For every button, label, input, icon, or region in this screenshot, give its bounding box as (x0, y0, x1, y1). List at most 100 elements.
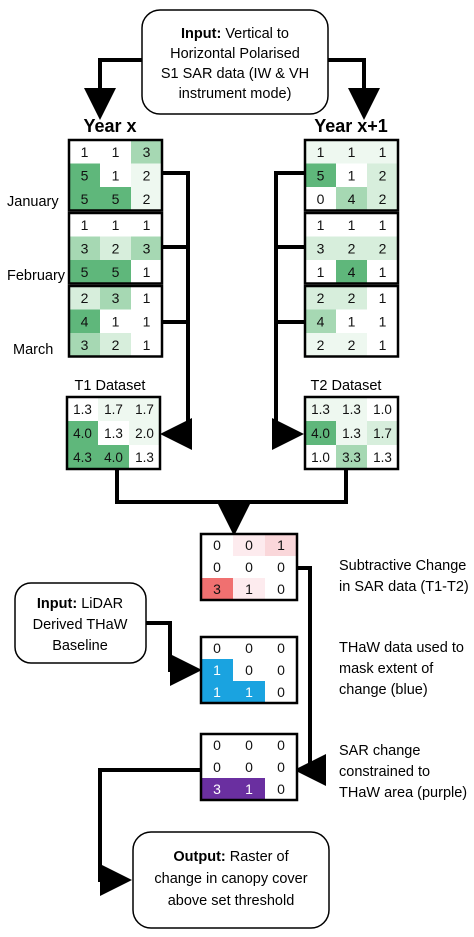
year-x-grid-1-cell-2-2 (100, 163, 131, 187)
year-x-grid-3-value-1-3: 1 (143, 290, 151, 306)
year-x1-grid-1-value-2-3: 2 (379, 167, 387, 183)
thaw-grid-value-2-3: 0 (277, 662, 285, 678)
change-grid-cell-2-2 (233, 556, 265, 578)
year-x-grid-3-cell-3-2 (100, 333, 131, 357)
thaw-grid-cell-2-1 (201, 659, 233, 681)
year-x-grid-3-value-2-1: 4 (81, 313, 89, 329)
arrow-final-to-output (98, 768, 201, 896)
year-x1-grid-1-value-3-2: 4 (348, 191, 356, 207)
year-x1-grid-3-value-3-3: 1 (379, 337, 387, 353)
input-sar-line-2: Horizontal Polarised (170, 46, 300, 62)
year-x-grid-1-value-1-3: 3 (143, 144, 151, 160)
year-x1-grid-1-value-3-1: 0 (317, 191, 325, 207)
year-x1-grid-2-value-2-2: 2 (348, 240, 356, 256)
t1-grid-cell-3-2 (98, 445, 129, 469)
final-grid-cell-2-2 (233, 756, 265, 778)
input-lidar-line-1: LiDAR (81, 596, 123, 612)
change-grid-value-2-3: 0 (277, 559, 285, 575)
year-x-grid-2-value-1-1: 1 (81, 217, 89, 233)
year-x-grid-1-value-3-3: 2 (143, 191, 151, 207)
connectors (84, 58, 380, 896)
t1-grid-value-2-3: 2.0 (135, 426, 154, 441)
year-x1-grid-2-value-3-3: 1 (379, 264, 387, 280)
change-grid-cell-3-1 (201, 578, 233, 600)
year-x1-grid-2-cell-1-3 (367, 213, 398, 237)
year-x-grid-3-value-2-3: 1 (143, 313, 151, 329)
year-x1-grid-3-cell-2-2 (336, 309, 367, 333)
year-x-grid-1-cell-3-3 (131, 187, 162, 211)
final-grid-value-3-1: 3 (213, 781, 221, 797)
year-x1-grid-1-cell-1-1 (305, 140, 336, 164)
year-x1-grid-2-cell-3-2 (336, 260, 367, 284)
change-grid-cell-1-3 (265, 534, 297, 556)
t2-grid-cell-1-3 (367, 397, 398, 421)
year-x1-grid-1-value-2-1: 5 (317, 167, 325, 183)
year-x1-grid-1-cell-1-2 (336, 140, 367, 164)
year-x1-grid-2-cell-3-1 (305, 260, 336, 284)
t1-grid-cell-1-2 (98, 397, 129, 421)
year-x-grid-2-value-2-3: 3 (143, 240, 151, 256)
t1-grid-cell-2-3 (129, 421, 160, 445)
change-grid-cell-3-2 (233, 578, 265, 600)
year-x-grid-3-cell-3-1 (69, 333, 100, 357)
input-lidar-bold: Input: (37, 596, 77, 612)
year-x1-grid-2-value-1-3: 1 (379, 217, 387, 233)
output-line-2: change in canopy cover (154, 871, 307, 887)
year-x1-grid-3-cell-1-3 (367, 286, 398, 310)
bracket-year-x-jan (162, 171, 190, 249)
change-grid-value-1-2: 0 (245, 537, 253, 553)
t2-grid-value-1-1: 1.3 (311, 402, 330, 417)
t2-grid-value-2-3: 1.7 (373, 426, 392, 441)
thaw-caption-line-1: THaW data used to (339, 640, 464, 656)
t2-grid-value-2-1: 4.0 (311, 426, 330, 441)
year-x1-grid-3-border (303, 284, 400, 358)
year-x1-grid-3-value-2-3: 1 (379, 313, 387, 329)
year-x-grid-1-value-1-2: 1 (112, 144, 120, 160)
thaw-grid-cell-2-3 (265, 659, 297, 681)
thaw-grid-value-1-1: 0 (213, 640, 221, 656)
final-grid-cell-3-2 (233, 778, 265, 800)
change-grid-value-1-1: 0 (213, 537, 221, 553)
year-x-grid-2-value-3-2: 5 (112, 264, 120, 280)
year-x1-grid-2-value-2-3: 2 (379, 240, 387, 256)
year-x-grid-2-value-1-2: 1 (112, 217, 120, 233)
svg-text:Output: Raster of: Output: Raster of (173, 849, 289, 865)
year-x-grid-3-value-3-3: 1 (143, 337, 151, 353)
year-x1-grid-2-border (303, 211, 400, 285)
thaw-grid-value-1-2: 0 (245, 640, 253, 656)
arrow-input-to-year-x (84, 58, 142, 120)
change-grid-border (199, 532, 299, 602)
year-x-grid-2-value-2-2: 2 (112, 240, 120, 256)
year-x1-grid-1-value-2-2: 1 (348, 167, 356, 183)
t1-grid-value-1-2: 1.7 (104, 402, 123, 417)
change-grid-cell-2-1 (201, 556, 233, 578)
thaw-grid-value-2-2: 0 (245, 662, 253, 678)
year-x-grid-2-cell-1-2 (100, 213, 131, 237)
year-x1-grid-2-cell-1-2 (336, 213, 367, 237)
final-grid-value-1-2: 0 (245, 737, 253, 753)
change-grid-value-3-3: 0 (277, 581, 285, 597)
year-x-grid-1-value-2-2: 1 (112, 167, 120, 183)
final-caption-line-1: SAR change (339, 743, 420, 759)
year-x1-grid-3-cell-3-3 (367, 333, 398, 357)
year-x1-grid-2-cell-2-1 (305, 236, 336, 260)
input-lidar-box: Input: LiDAR Derived THaW Baseline (14, 582, 147, 664)
year-x-grid-1-cell-2-1 (69, 163, 100, 187)
thaw-caption-line-3: change (blue) (339, 682, 428, 698)
change-grid-cell-3-3 (265, 578, 297, 600)
year-x-grid-1-value-1-1: 1 (81, 144, 89, 160)
output-line-3: above set threshold (168, 893, 295, 909)
year-x1-grid-3-cell-2-3 (367, 309, 398, 333)
year-x1-grid-3-value-2-1: 4 (317, 313, 325, 329)
t2-grid-cell-2-3 (367, 421, 398, 445)
year-x-grid-3-cell-2-3 (131, 309, 162, 333)
final-grid-value-3-3: 0 (277, 781, 285, 797)
